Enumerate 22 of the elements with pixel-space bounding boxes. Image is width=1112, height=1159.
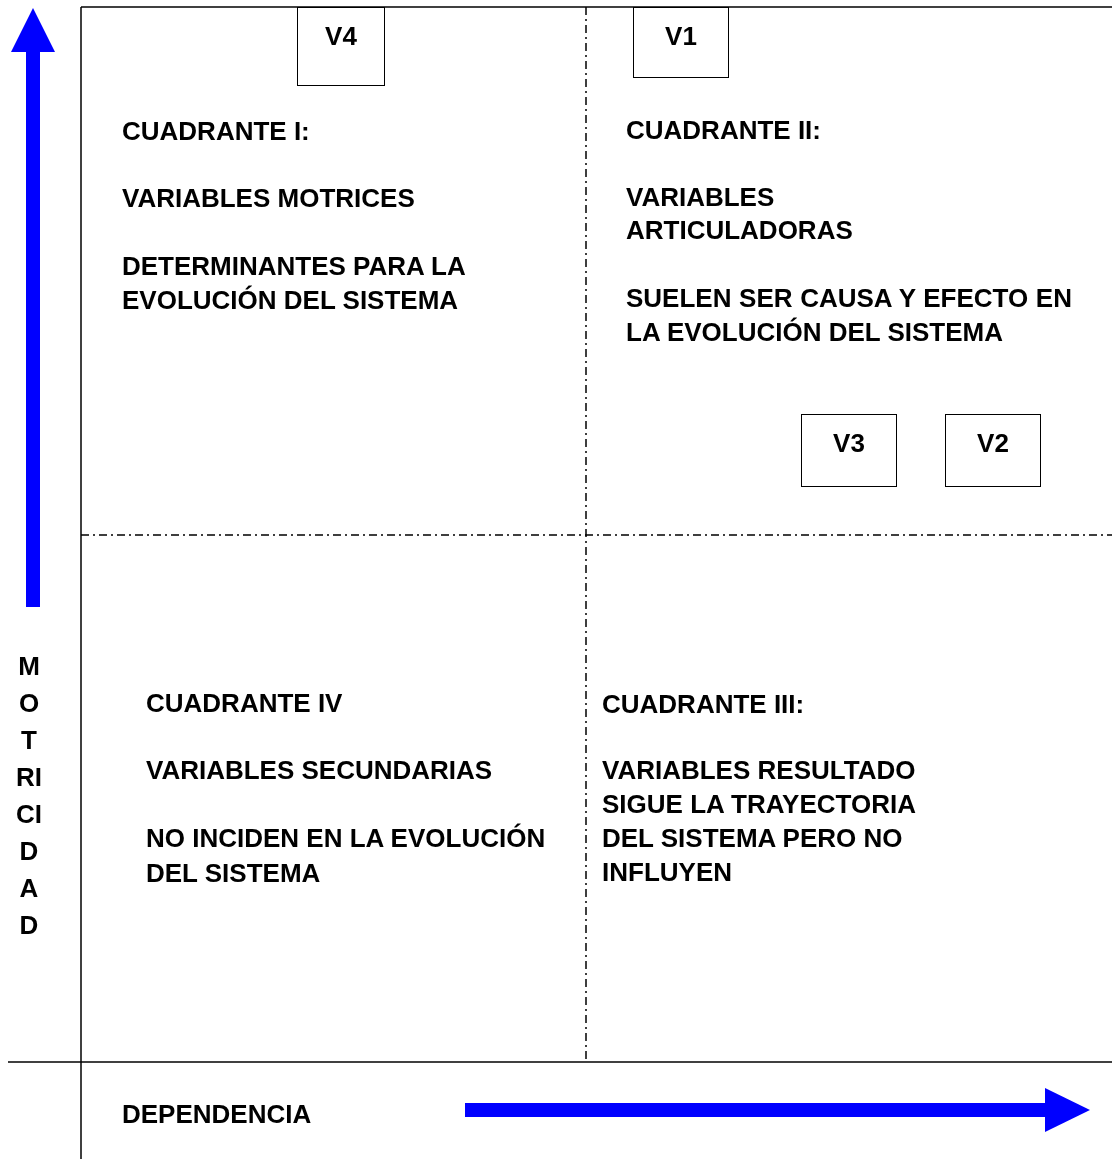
quadrant-title: CUADRANTE IV	[146, 687, 343, 720]
variable-box	[633, 7, 729, 78]
axis-label: MOTRICIDAD	[16, 650, 42, 942]
quadrant-description: SUELEN SER CAUSA Y EFECTO EN LA EVOLUCIÓN DEL SISTEMA	[626, 282, 1072, 349]
axis-label: DEPENDENCIA	[122, 1098, 312, 1131]
quadrant-subtitle: VARIABLES RESULTADO	[602, 754, 916, 787]
quadrant-description: NO INCIDEN EN LA EVOLUCIÓN DEL SISTEMA	[146, 822, 546, 890]
quadrant-subtitle: VARIABLES SECUNDARIAS	[146, 754, 493, 787]
quadrant-title: CUADRANTE I:	[122, 115, 310, 148]
quadrant-subtitle: VARIABLES ARTICULADORAS	[626, 181, 854, 247]
quadrant-description: DETERMINANTES PARA LA EVOLUCIÓN DEL SISTEMA	[122, 250, 466, 317]
quadrant-description: SIGUE LA TRAYECTORIA DEL SISTEMA PERO NO INFLUYEN	[602, 788, 916, 889]
variable-box	[297, 7, 385, 86]
variable-box	[801, 414, 897, 487]
quadrant-title: CUADRANTE II:	[626, 114, 821, 147]
quadrant-title: CUADRANTE III:	[602, 688, 805, 721]
variable-box	[945, 414, 1041, 487]
quadrant-subtitle: VARIABLES MOTRICES	[122, 182, 415, 215]
variable-label: V1	[664, 21, 698, 51]
variable-label: V3	[832, 428, 866, 458]
variable-label: V2	[976, 428, 1010, 458]
variable-label: V4	[324, 21, 358, 51]
